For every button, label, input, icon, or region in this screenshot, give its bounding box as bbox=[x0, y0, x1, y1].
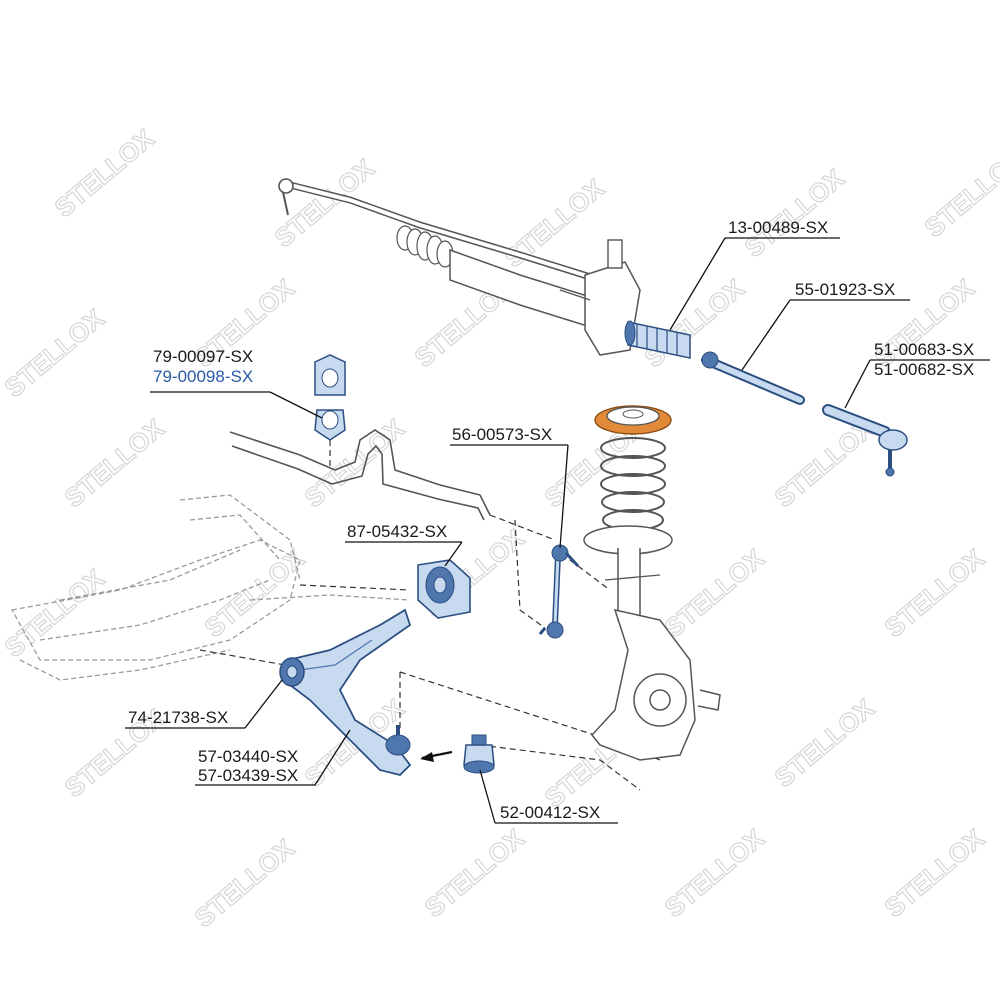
strut-assembly bbox=[583, 405, 673, 621]
inner-tie-rod-55-01923 bbox=[701, 351, 805, 405]
rack-boot-13-00489 bbox=[624, 320, 691, 359]
leader-lines bbox=[125, 237, 990, 824]
subframe-outline bbox=[10, 494, 411, 681]
stab-bushing-79-00098 bbox=[314, 409, 346, 441]
stab-bushing-79-00097 bbox=[314, 354, 346, 396]
watermark-stellox: STELLOX bbox=[59, 413, 171, 513]
watermark-stellox: STELLOX bbox=[879, 823, 991, 923]
stabilizer-link-56-00573 bbox=[538, 544, 580, 639]
label-57-03439: 57-03439-SX bbox=[198, 766, 299, 785]
insert-arrow bbox=[420, 750, 453, 762]
control-arm-57-03440 bbox=[279, 608, 412, 776]
watermark-stellox: STELLOX bbox=[769, 693, 881, 793]
label-51-00683: 51-00683-SX bbox=[874, 340, 975, 359]
watermark-stellox: STELLOX bbox=[49, 123, 161, 223]
label-55-01923: 55-01923-SX bbox=[795, 280, 896, 299]
label-51-00682: 51-00682-SX bbox=[874, 360, 975, 379]
outer-tie-rod-51-00683 bbox=[822, 404, 908, 477]
watermark-stellox: STELLOX bbox=[0, 563, 110, 663]
watermark-stellox: STELLOX bbox=[419, 823, 531, 923]
watermark-stellox: STELLOX bbox=[0, 303, 110, 403]
label-52-00412: 52-00412-SX bbox=[500, 803, 601, 822]
watermark-stellox: STELLOX bbox=[639, 273, 751, 373]
steering-knuckle bbox=[591, 608, 721, 761]
label-74-21738: 74-21738-SX bbox=[128, 708, 229, 727]
ball-joint-52-00412 bbox=[463, 734, 495, 774]
label-57-03440: 57-03440-SX bbox=[198, 747, 299, 766]
watermark-stellox: STELLOX bbox=[189, 833, 301, 933]
watermark-stellox: STELLOX bbox=[919, 143, 1000, 243]
watermark-stellox: STELLOX bbox=[499, 173, 611, 273]
watermark-stellox: STELLOX bbox=[739, 163, 851, 263]
label-56-00573: 56-00573-SX bbox=[452, 425, 553, 444]
label-79-00098: 79-00098-SX bbox=[153, 367, 254, 386]
arm-bushing-87-05432 bbox=[417, 559, 471, 619]
label-79-00097: 79-00097-SX bbox=[153, 347, 254, 366]
watermark-stellox: STELLOX bbox=[659, 823, 771, 923]
label-13-00489: 13-00489-SX bbox=[728, 218, 829, 237]
stabilizer-bar bbox=[229, 429, 491, 521]
label-87-05432: 87-05432-SX bbox=[347, 522, 448, 541]
watermark-stellox: STELLOX bbox=[199, 543, 311, 643]
watermark-stellox: STELLOX bbox=[659, 543, 771, 643]
watermark-stellox: STELLOX bbox=[879, 543, 991, 643]
